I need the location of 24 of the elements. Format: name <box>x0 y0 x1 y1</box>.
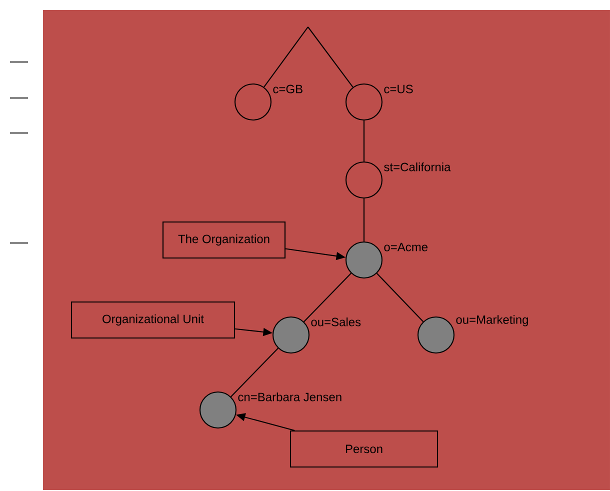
connector-line <box>363 198 365 242</box>
connector-line <box>363 120 365 162</box>
connector-line <box>264 26 308 88</box>
entry-label: cn=Barbara Jensen <box>238 392 342 402</box>
connector-line <box>230 348 278 398</box>
entry-circle <box>345 83 383 121</box>
entry-label: ou=Marketing <box>456 315 528 326</box>
entry-label: o=Acme <box>384 242 428 252</box>
entry-circle <box>234 83 272 121</box>
entry-circle <box>345 241 383 279</box>
entry-label: ou=Sales <box>311 317 361 326</box>
connector-line <box>304 272 352 322</box>
label-box: The Organization <box>162 221 286 259</box>
label-box: Organizational Unit <box>70 301 236 339</box>
entry-label: st=California <box>384 162 451 172</box>
entry-circle <box>417 316 455 354</box>
entry-circle <box>199 391 237 429</box>
entry-label: c=GB <box>273 84 302 94</box>
connector-line <box>308 26 354 88</box>
entry-circle <box>345 161 383 199</box>
entry-circle <box>272 316 310 354</box>
connector-line <box>376 273 424 322</box>
entry-label: c=US <box>384 84 413 94</box>
label-box: Person <box>290 430 438 468</box>
